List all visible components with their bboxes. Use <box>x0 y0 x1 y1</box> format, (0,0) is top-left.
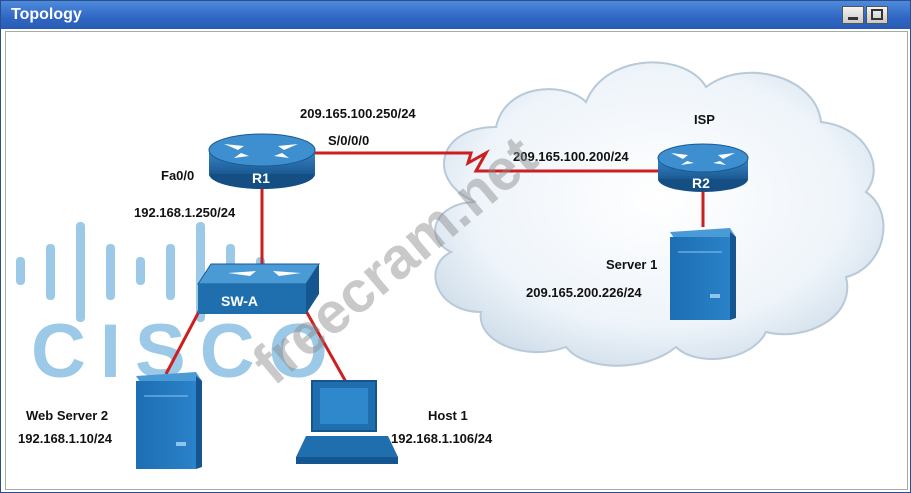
window-title: Topology <box>11 6 82 23</box>
r1-fa-ip-label: 192.168.1.250/24 <box>134 205 236 220</box>
topology-canvas: CISCO R1 <box>5 31 908 490</box>
host1-name-label: Host 1 <box>428 408 468 423</box>
host1-ip-label: 192.168.1.106/24 <box>391 431 493 446</box>
r1-fa-iface-label: Fa0/0 <box>161 168 194 183</box>
router-r2[interactable]: R2 <box>657 143 749 192</box>
webserver2-name-label: Web Server 2 <box>26 408 108 423</box>
link-swa-host1 <box>299 301 348 383</box>
webserver2-ip-label: 192.168.1.10/24 <box>18 431 113 446</box>
switch-sw-a[interactable]: SW-A <box>197 263 320 314</box>
maximize-button[interactable] <box>866 6 888 24</box>
server1-name-label: Server 1 <box>606 257 657 272</box>
switch-label: SW-A <box>221 293 258 309</box>
serial-link-r1-r2 <box>311 149 661 173</box>
server1-ip-label: 209.165.200.226/24 <box>526 285 642 300</box>
router-arrows-icon <box>671 153 735 165</box>
r1-serial-iface-label: S/0/0/0 <box>328 133 369 148</box>
title-bar: Topology <box>1 1 910 29</box>
router-r2-label: R2 <box>692 175 710 191</box>
minimize-button[interactable] <box>842 6 864 24</box>
server-1[interactable] <box>670 228 736 320</box>
host-1[interactable] <box>296 380 398 464</box>
router-r1[interactable]: R1 <box>208 133 316 189</box>
minimize-icon <box>848 17 858 20</box>
web-server-2[interactable] <box>136 372 202 469</box>
maximize-icon <box>871 9 883 20</box>
router-arrows-icon <box>224 144 298 158</box>
r1-serial-ip-label: 209.165.100.250/24 <box>300 106 416 121</box>
router-r1-label: R1 <box>252 170 270 186</box>
network-links <box>164 149 705 383</box>
isp-cloud <box>434 61 885 367</box>
switch-arrows-icon <box>228 271 301 276</box>
isp-label: ISP <box>694 112 715 127</box>
link-swa-webserver2 <box>164 301 206 375</box>
r2-serial-ip-label: 209.165.100.200/24 <box>513 149 629 164</box>
